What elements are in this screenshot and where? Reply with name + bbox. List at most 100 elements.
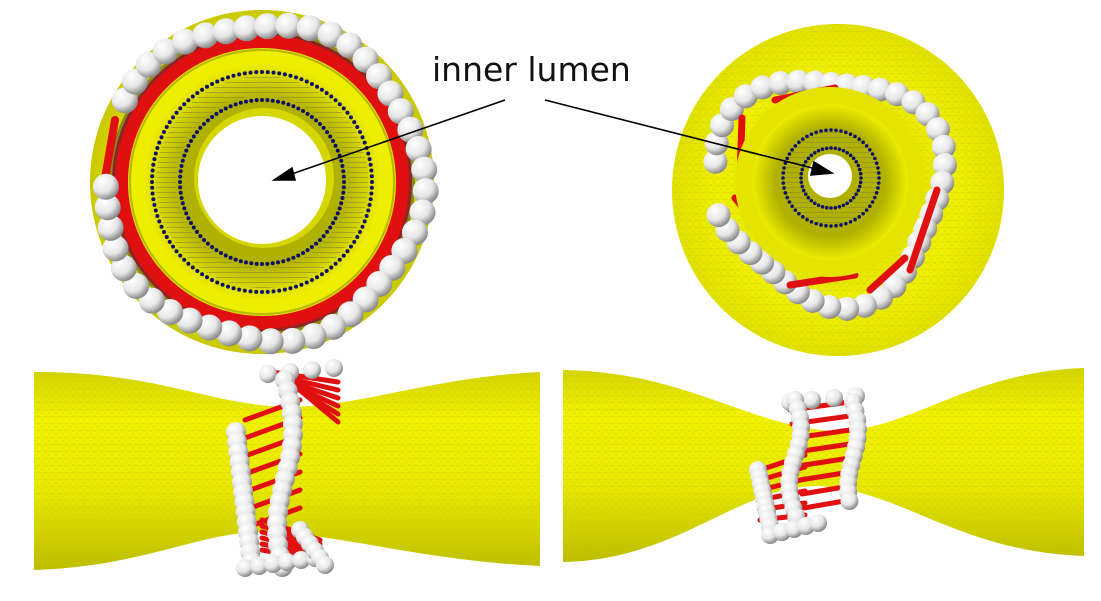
lipid-head-dot xyxy=(366,208,371,213)
protein-bead xyxy=(825,389,843,407)
lipid-head-dot xyxy=(851,195,856,200)
lipid-head-dot xyxy=(790,204,794,209)
lipid-head-dot xyxy=(277,288,282,293)
lipid-head-dot xyxy=(352,120,357,125)
lipid-head-dot xyxy=(340,195,345,200)
protein-bead xyxy=(300,323,327,350)
lipid-head-dot xyxy=(329,265,334,270)
constriction-band xyxy=(112,32,412,332)
lipid-head-dot xyxy=(275,260,280,265)
lipid-head-dot xyxy=(841,203,846,208)
lipid-head-dot xyxy=(178,190,183,195)
lipid-head-dot xyxy=(182,102,187,107)
lipid-head-dot xyxy=(370,180,374,184)
lipid-head-dot xyxy=(844,130,848,135)
lipid-head-dot xyxy=(793,144,798,148)
protein-bead xyxy=(92,173,119,200)
lipid-head-dot xyxy=(228,255,233,260)
lipid-head-dot xyxy=(805,217,809,222)
protein-bead xyxy=(703,149,728,174)
lipid-head-dot xyxy=(809,198,814,203)
lipid-head-dot xyxy=(876,181,881,185)
lipid-head-dot xyxy=(214,248,219,253)
lipid-head-dot xyxy=(150,191,155,196)
lipid-head-dot xyxy=(286,102,291,107)
lipid-head-dot xyxy=(321,234,326,239)
constriction-rod xyxy=(866,254,909,294)
lipid-head-dot xyxy=(233,102,238,107)
lipid-head-dot xyxy=(226,75,231,80)
lipid-head-dot xyxy=(857,184,862,189)
lipid-head-dot xyxy=(782,166,786,170)
lipid-head-dot xyxy=(816,148,821,153)
inner-lumen xyxy=(808,154,852,198)
lipid-head-dot xyxy=(839,223,843,227)
lipid-head-dot xyxy=(328,134,333,139)
protein-bead xyxy=(296,15,323,42)
lipid-head-dot xyxy=(319,87,324,92)
lipid-head-dot xyxy=(178,180,182,184)
lipid-head-dot xyxy=(367,157,372,162)
constriction-rod xyxy=(795,455,853,469)
lipid-head-dot xyxy=(797,211,801,216)
lipid-head-dot xyxy=(205,241,210,246)
lipid-head-dot xyxy=(337,206,342,211)
lipid-head-dot xyxy=(219,251,223,256)
lipid-head-dot xyxy=(833,205,838,210)
protein-bead xyxy=(316,556,334,574)
lipid-head-dot xyxy=(367,202,372,207)
lipid-head-dot xyxy=(202,237,207,242)
protein-bead xyxy=(94,194,121,221)
lipid-head-dot xyxy=(215,280,220,285)
lipid-head-dot xyxy=(301,251,305,256)
lipid-head-dot xyxy=(348,244,353,249)
lipid-head-dot xyxy=(190,94,195,99)
lipid-head-dot xyxy=(368,162,373,167)
lipid-head-dot xyxy=(288,73,293,78)
lipid-head-dot xyxy=(329,94,334,99)
lipid-head-dot xyxy=(824,128,828,133)
lipid-head-dot xyxy=(178,169,183,174)
lipid-head-dot xyxy=(210,81,215,86)
lipid-head-dot xyxy=(319,272,324,277)
lipid-head-dot xyxy=(851,156,856,161)
protein-bead xyxy=(257,328,284,355)
lipid-head-dot xyxy=(333,216,338,221)
protein-bead xyxy=(264,555,282,573)
lipid-head-dot xyxy=(337,102,342,107)
protein-bead xyxy=(852,293,877,318)
lipid-head-dot xyxy=(152,202,157,207)
lipid-head-dot xyxy=(873,156,877,161)
protein-bead xyxy=(706,203,731,228)
lipid-head-dot xyxy=(819,129,823,133)
lipid-head-dot xyxy=(858,171,863,176)
lipid-head-dot xyxy=(839,129,843,133)
lipid-head-dot xyxy=(286,257,291,262)
lipid-head-dot xyxy=(868,147,872,152)
lipid-head-dot xyxy=(188,221,193,225)
lipid-head-dot xyxy=(150,180,154,184)
lipid-head-dot xyxy=(800,184,805,189)
lipid-head-dot xyxy=(328,225,333,230)
lipid-head-dot xyxy=(167,239,172,244)
lipid-head-dot xyxy=(317,122,322,127)
protein-bead xyxy=(176,307,203,334)
lipid-head-dot xyxy=(783,191,788,195)
lipid-head-dot xyxy=(857,137,862,141)
lipid-head-dot xyxy=(304,280,309,285)
lipid-head-dot xyxy=(282,287,287,292)
protein-bead xyxy=(254,13,281,40)
lipid-head-dot xyxy=(205,84,209,89)
lipid-head-dot xyxy=(238,100,243,105)
lipid-head-dot xyxy=(205,275,209,280)
lipid-head-dot xyxy=(242,71,247,76)
lipid-ring xyxy=(784,131,878,225)
lipid-head-dot xyxy=(335,211,340,216)
lipid-head-dot xyxy=(237,72,242,77)
inner-lumen-label: inner lumen xyxy=(432,50,631,89)
lipid-head-dot xyxy=(857,167,862,172)
constriction-rod xyxy=(906,186,941,274)
lipid-head-dot xyxy=(249,261,254,266)
lipid-head-dot xyxy=(200,272,205,277)
lipid-head-dots xyxy=(150,70,374,294)
